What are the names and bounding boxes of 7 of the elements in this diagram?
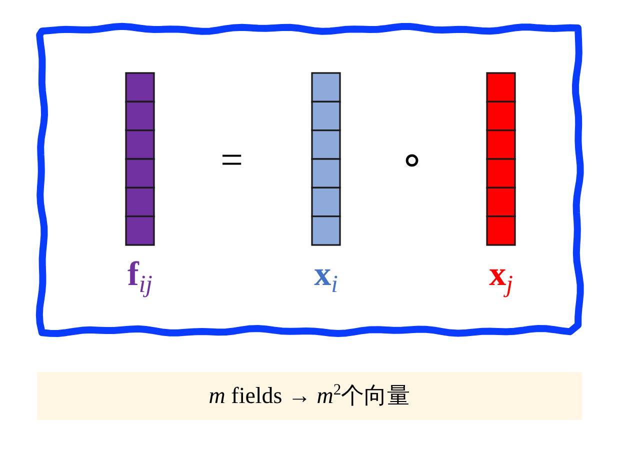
caption-band: m fields → m$^{2}$个向量 [37,372,582,420]
vector-label: f$_{ij}$ [126,255,154,296]
product-operator: ∘ [400,140,425,180]
vector-label: x$_{i}$ [313,255,339,296]
wavy-frame [35,22,585,338]
equals-sign: = [220,140,244,180]
vector-label: x$_{j}$ [488,255,514,296]
